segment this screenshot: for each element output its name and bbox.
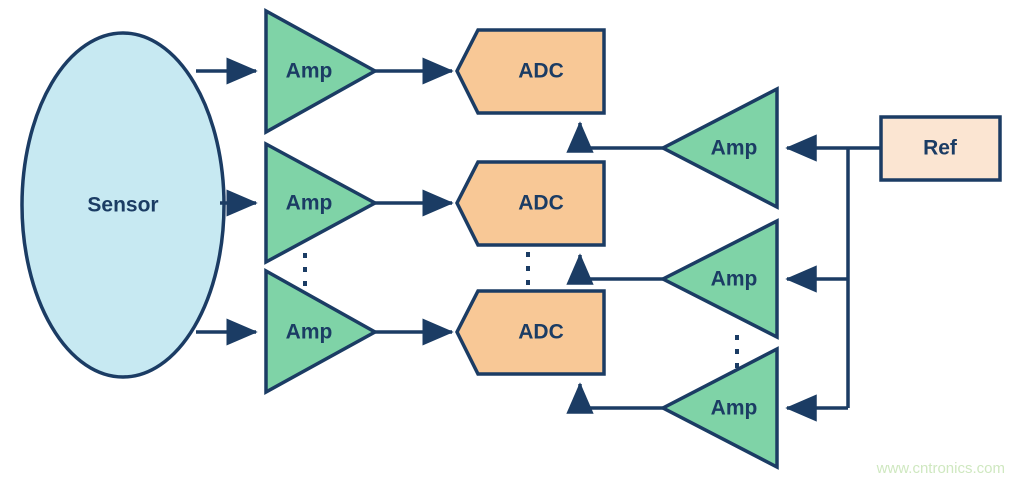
ref-label: Ref [923,137,958,160]
sensor-ellipse [20,31,226,379]
adc-3[interactable]: ADC [455,289,606,376]
adc-2[interactable]: ADC [455,160,606,247]
adc-2-label: ADC [518,192,564,215]
watermark-text: www.cntronics.com [876,460,1005,477]
sensor-block[interactable]: Sensor [20,31,226,379]
adc-pentagon [455,160,606,247]
ref-amp-2-label: Amp [711,268,758,291]
signal-amp-3[interactable]: Amp [264,268,379,395]
signal-amp-1[interactable]: Amp [264,8,379,135]
adc-1[interactable]: ADC [455,28,606,115]
connector-refamp-2-to-adc-2 [566,253,663,285]
amp-to-adc-connectors [375,57,454,346]
amp-triangle [264,8,379,135]
adc-3-label: ADC [518,321,564,344]
refamp-to-adc-connectors [566,121,663,414]
adc-pentagon [455,28,606,115]
sensor-label: Sensor [87,194,158,217]
ref-amp-2[interactable]: Amp [659,218,779,340]
connector-refamp-3-to-adc-3 [566,382,663,414]
ref-amp-3-label: Amp [711,397,758,420]
ref-rectangle [879,115,1002,182]
signal-amp-2-label: Amp [286,192,333,215]
adc-1-label: ADC [518,60,564,83]
amp-triangle [659,86,779,210]
adc-pentagon [455,289,606,376]
connector-refamp-1-to-adc-1 [566,121,663,153]
ref-distribution-bus [785,134,881,422]
signal-amp-1-label: Amp [286,60,333,83]
signal-amp-2[interactable]: Amp [264,141,379,265]
ref-amp-1-label: Amp [711,137,758,160]
amp-triangle [659,218,779,340]
amp-triangle [264,141,379,265]
ref-amp-3[interactable]: Amp [659,346,779,470]
signal-amp-3-label: Amp [286,321,333,344]
sensor-to-amp-connectors [196,57,258,346]
ref-amp-1[interactable]: Amp [659,86,779,210]
amp-triangle [659,346,779,470]
amp-triangle [264,268,379,395]
ref-block[interactable]: Ref [879,115,1002,182]
